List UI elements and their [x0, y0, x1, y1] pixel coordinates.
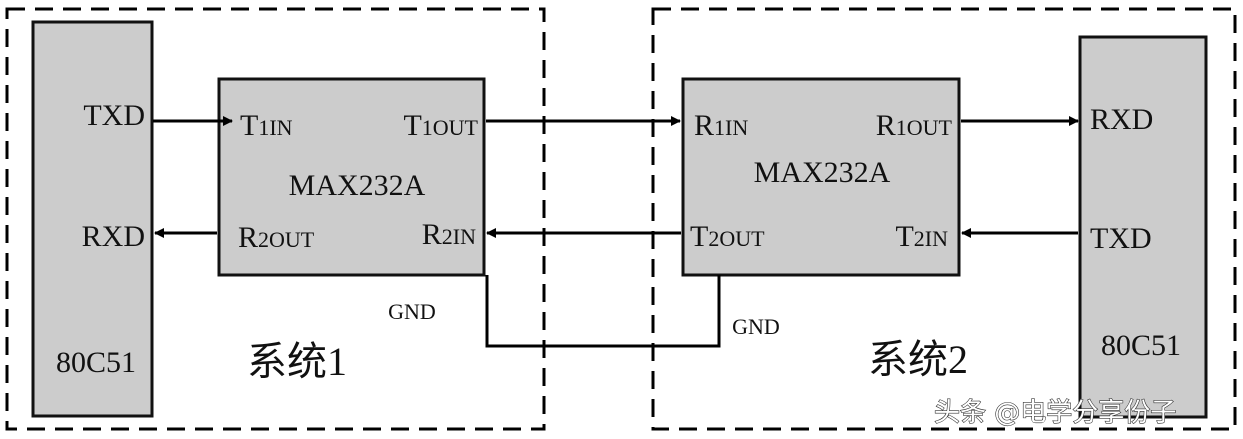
- system1-pin-r2out: R2OUT: [238, 221, 315, 254]
- system1-gnd-label: GND: [388, 299, 436, 324]
- system2-mcu-rxd-pin: RXD: [1090, 103, 1153, 136]
- system2-pin-r1out: R1OUT: [876, 109, 953, 142]
- system1-pin-t1in: T1IN: [240, 109, 293, 142]
- system2-label: 系统2: [868, 337, 968, 382]
- system1-max232-block: [217, 77, 486, 277]
- system2-mcu-block: [1078, 35, 1208, 419]
- system1-mcu-txd-pin: TXD: [83, 99, 145, 132]
- system1-chip-name: MAX232A: [289, 169, 426, 202]
- system2-mcu-name: 80C51: [1101, 329, 1181, 362]
- system1-boundary: [5, 7, 546, 431]
- system2-mcu-txd-pin: TXD: [1090, 222, 1152, 255]
- watermark: 头条 @电学分享份子: [934, 398, 1176, 428]
- system1-label: 系统1: [247, 339, 347, 384]
- system1-pin-r2in: R2IN: [422, 218, 476, 251]
- wire-gnd-link: [485, 275, 721, 348]
- system1-pin-t1out: T1OUT: [403, 109, 478, 142]
- system2-gnd-label: GND: [732, 314, 780, 339]
- system2-max232-block: [681, 77, 961, 277]
- system2-pin-t2out: T2OUT: [690, 220, 765, 253]
- system1-mcu-rxd-pin: RXD: [82, 220, 145, 253]
- system2-pin-r1in: R1IN: [694, 109, 748, 142]
- system2-boundary: [651, 7, 1237, 431]
- system1-mcu-name: 80C51: [56, 346, 136, 379]
- system1-mcu-block: [31, 20, 154, 418]
- system2-pin-t2in: T2IN: [895, 220, 948, 253]
- system2-chip-name: MAX232A: [754, 156, 891, 189]
